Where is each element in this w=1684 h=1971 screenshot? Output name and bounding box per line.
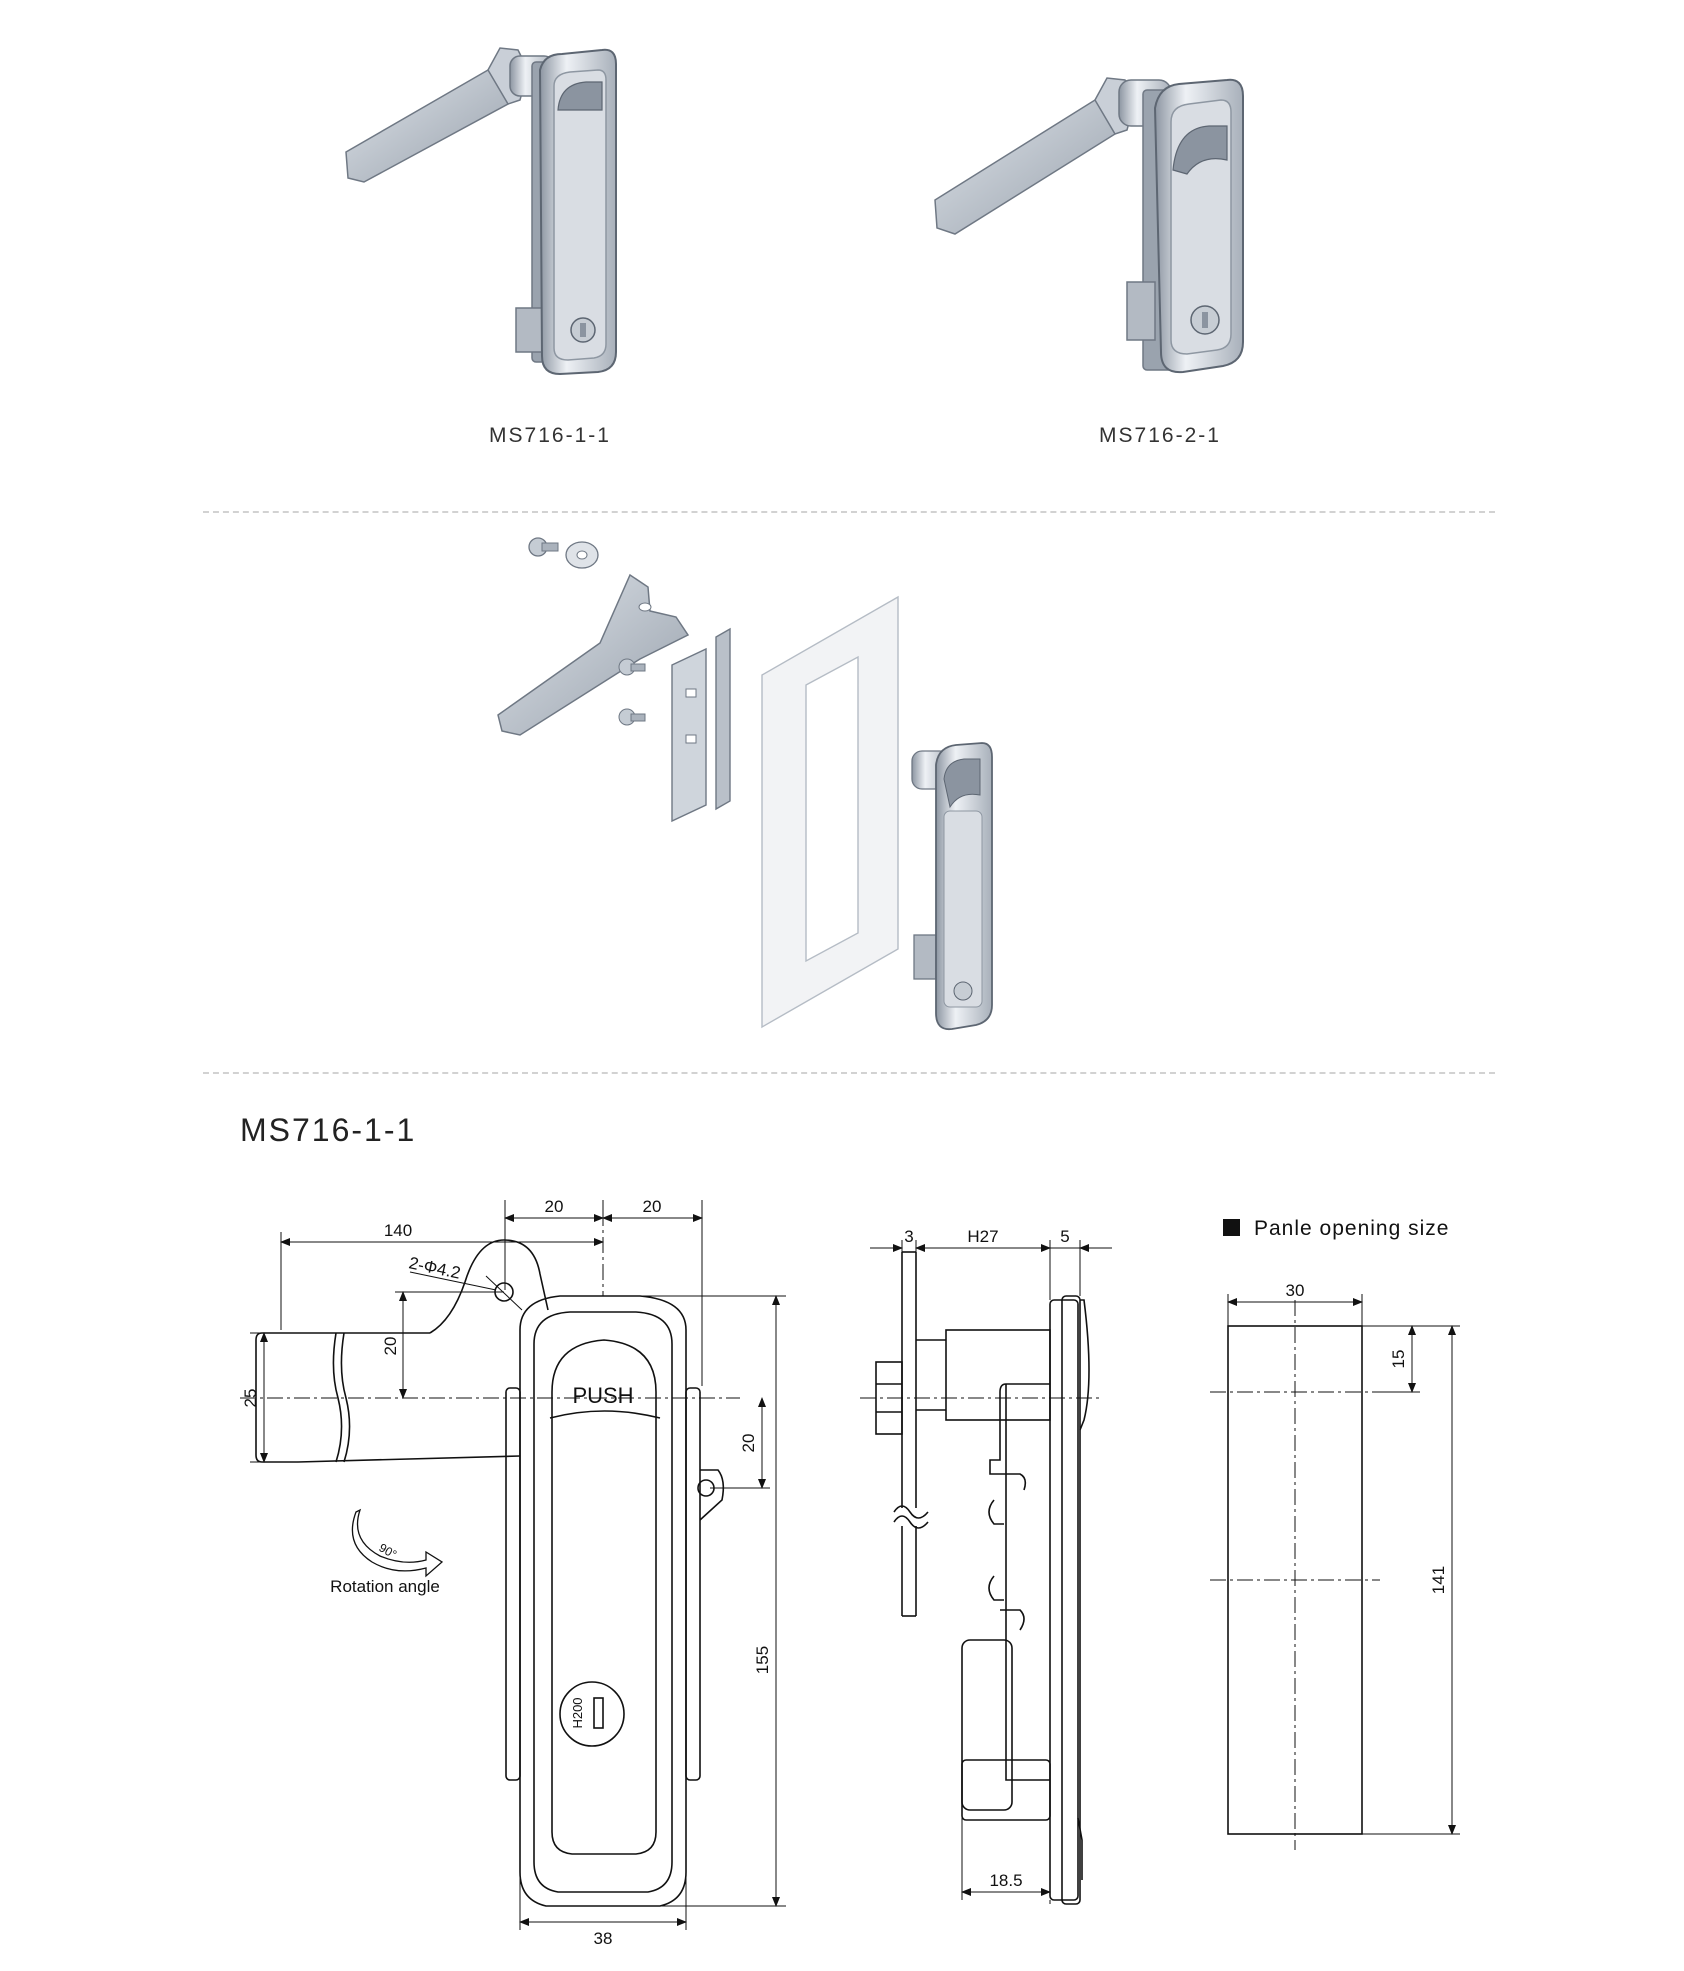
- screw-icon: [618, 708, 646, 726]
- dimension-label: 38: [594, 1929, 613, 1948]
- legend-square-icon: [1223, 1219, 1240, 1236]
- dimension-label: 140: [384, 1221, 412, 1240]
- section-divider: [203, 1072, 1495, 1074]
- panel-opening-view: Panle opening size 30 15 141: [1210, 1217, 1460, 1850]
- product-caption-ms716-1-1: MS716-1-1: [489, 424, 611, 447]
- dimension-label: 30: [1286, 1281, 1305, 1300]
- cam-bar-part: [497, 573, 690, 736]
- rotation-arrow-icon: [351, 1508, 444, 1578]
- rotation-label: Rotation angle: [330, 1577, 440, 1596]
- front-view: PUSH H200 20 20 140: [240, 1197, 786, 1948]
- dimension-label: 20: [739, 1434, 758, 1453]
- product-image-ms716-1-1: [345, 47, 617, 376]
- panel-plate-part: [761, 595, 899, 1029]
- product-caption-ms716-2-1: MS716-2-1: [1099, 424, 1221, 447]
- dimension-label: 141: [1429, 1566, 1448, 1594]
- section-divider: [203, 511, 1495, 513]
- dimension-label: 3: [904, 1227, 913, 1246]
- drawing-title: MS716-1-1: [240, 1112, 417, 1148]
- mounting-bracket-part: [671, 627, 731, 823]
- dimension-label: 15: [1389, 1350, 1408, 1369]
- dimension-label: 18.5: [989, 1871, 1022, 1890]
- dimension-label: 25: [241, 1389, 260, 1408]
- dimension-label: 20: [545, 1197, 564, 1216]
- dimension-label: 20: [643, 1197, 662, 1216]
- dimension-label: H27: [967, 1227, 998, 1246]
- push-label: PUSH: [572, 1383, 633, 1408]
- dimension-label: 5: [1060, 1227, 1069, 1246]
- hole-label: 2-Φ4.2: [407, 1253, 462, 1282]
- washer-icon: [565, 541, 599, 569]
- side-view: 3 H27 5 18.5: [860, 1227, 1112, 1905]
- panel-opening-title: Panle opening size: [1254, 1217, 1449, 1240]
- key-label: H200: [570, 1697, 585, 1728]
- screw-icon: [618, 658, 646, 676]
- dimension-label: 155: [753, 1646, 772, 1674]
- exploded-assembly-view: [497, 537, 993, 1031]
- product-image-ms716-2-1: [934, 77, 1244, 374]
- handle-part: [911, 742, 993, 1031]
- dimension-label: 20: [381, 1337, 400, 1356]
- screw-icon: [528, 537, 559, 557]
